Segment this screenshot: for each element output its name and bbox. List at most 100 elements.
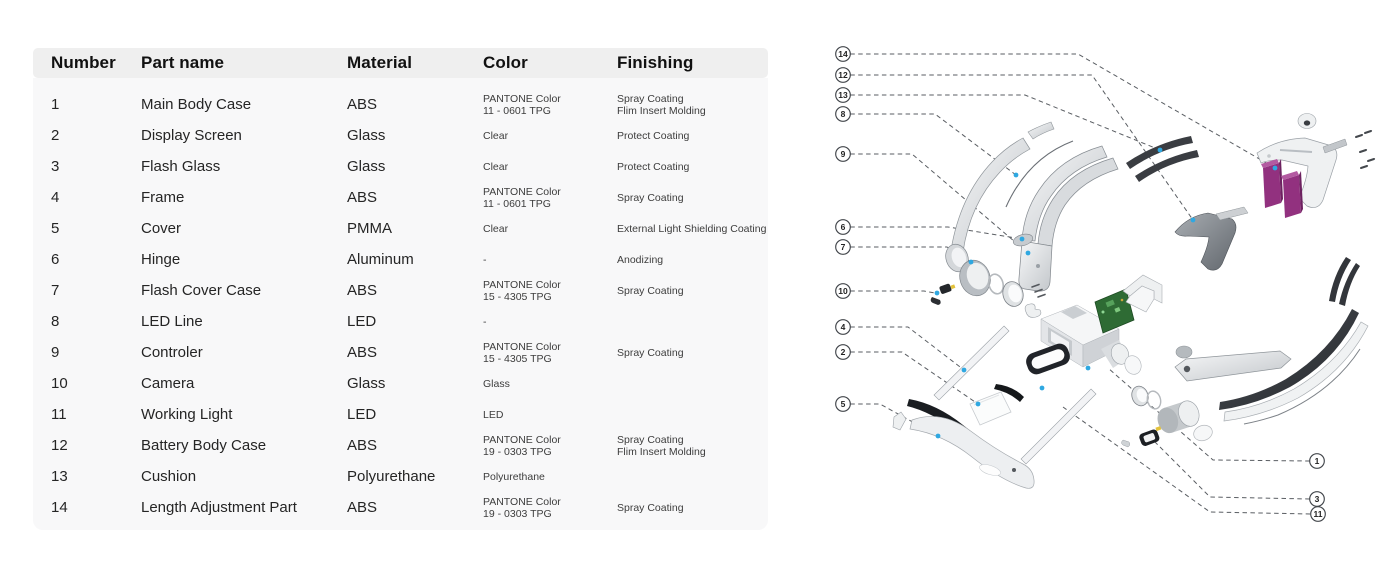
cell-number: 4: [51, 189, 60, 207]
cell-finishing: Protect Coating: [617, 129, 690, 142]
cell-color: -: [483, 253, 487, 266]
cell-part: Cushion: [141, 468, 197, 486]
battery-body-bracket: [1174, 206, 1249, 271]
cell-color: PANTONE Color 11 - 0601 TPG: [483, 92, 561, 117]
cell-number: 11: [51, 406, 67, 424]
cell-color: PANTONE Color 19 - 0303 TPG: [483, 433, 561, 458]
col-header-material: Material: [347, 53, 413, 72]
flash-glass-blade: [994, 384, 1024, 402]
cell-finishing: Anodizing: [617, 253, 664, 266]
exploded-view-svg: 14 12 13 8 9 6 7 10 4 2 5 1 3 11: [835, 46, 1375, 522]
cell-material: ABS: [347, 282, 378, 300]
svg-text:2: 2: [841, 347, 846, 357]
leader-11: [1062, 406, 1311, 515]
cell-number: 12: [51, 437, 68, 455]
display-panel: [969, 391, 1012, 426]
cell-finishing: Spray Coating Flim Insert Molding: [617, 433, 706, 458]
cell-color: -: [483, 315, 487, 328]
leader-14: [850, 53, 1276, 169]
svg-text:9: 9: [841, 149, 846, 159]
cell-finishing: Spray Coating: [617, 501, 684, 514]
headband-arc-left: [950, 121, 1055, 253]
svg-text:4: 4: [841, 322, 846, 332]
cell-color: PANTONE Color 15 - 4305 TPG: [483, 278, 561, 303]
cell-material: Polyurethane: [347, 468, 436, 486]
camera-small-parts: [930, 283, 956, 305]
gasket-frame: [1026, 343, 1070, 375]
camera-cylinder: [1121, 385, 1213, 448]
exploded-diagram: 14 12 13 8 9 6 7 10 4 2 5 1 3 11: [820, 0, 1400, 574]
cell-color: PANTONE Color 19 - 0303 TPG: [483, 495, 561, 520]
svg-text:7: 7: [841, 242, 846, 252]
cell-material: ABS: [347, 189, 378, 207]
leader-13: [850, 94, 1161, 151]
cell-part: Cover: [141, 220, 182, 238]
cell-finishing: Spray Coating: [617, 284, 684, 297]
callout-4: 4: [835, 319, 851, 335]
cell-part: Hinge: [141, 251, 181, 269]
callout-3: 3: [1309, 491, 1325, 507]
cell-color: Clear: [483, 129, 509, 142]
cell-part: Flash Glass: [141, 158, 221, 176]
cell-number: 9: [51, 344, 60, 362]
cell-number: 8: [51, 313, 60, 331]
table-header: Number Part name Material Color Finishin…: [33, 48, 768, 78]
leader-6: [850, 226, 1023, 240]
cell-finishing: Protect Coating: [617, 160, 690, 173]
cell-material: PMMA: [347, 220, 392, 238]
cell-number: 1: [51, 96, 60, 114]
headband-arc-right: [1219, 257, 1369, 425]
cover-bracket: [1122, 274, 1163, 313]
callout-8: 8: [835, 106, 851, 122]
col-header-color: Color: [483, 53, 528, 72]
cell-color: PANTONE Color 11 - 0601 TPG: [483, 185, 561, 210]
svg-text:8: 8: [841, 109, 846, 119]
cell-material: Aluminum: [347, 251, 414, 269]
battery-cells: [1261, 159, 1303, 218]
leader-lines: [850, 53, 1311, 515]
table-row: 9 Controler ABS PANTONE Color 15 - 4305 TPG…: [33, 338, 768, 369]
cell-number: 13: [51, 468, 68, 486]
parts-spec-table: Number Part name Material Color Finishin…: [33, 48, 768, 530]
cushion-strips: [1126, 136, 1199, 182]
svg-text:10: 10: [838, 286, 848, 296]
callout-11: 11: [1310, 506, 1326, 522]
cell-part: Display Screen: [141, 127, 242, 145]
cell-part: Length Adjustment Part: [141, 499, 297, 517]
cell-color: PANTONE Color 15 - 4305 TPG: [483, 340, 561, 365]
cell-material: ABS: [347, 344, 378, 362]
svg-text:5: 5: [841, 399, 846, 409]
svg-text:12: 12: [838, 70, 848, 80]
working-light-rod: [933, 325, 1010, 401]
hinge-arm: [1174, 345, 1292, 382]
callout-6: 6: [835, 219, 851, 235]
cell-number: 2: [51, 127, 60, 145]
callout-13: 13: [835, 87, 851, 103]
cell-part: Controler: [141, 344, 203, 362]
cell-part: Battery Body Case: [141, 437, 267, 455]
cell-color: LED: [483, 408, 504, 421]
svg-text:14: 14: [838, 49, 848, 59]
cell-finishing: Spray Coating: [617, 346, 684, 359]
hinge-rings: [945, 243, 1024, 307]
leader-7: [850, 246, 972, 263]
cell-part: LED Line: [141, 313, 203, 331]
pcb-board: [1094, 288, 1135, 334]
cell-number: 5: [51, 220, 60, 238]
cell-finishing: Spray Coating: [617, 191, 684, 204]
svg-text:6: 6: [841, 222, 846, 232]
leader-12: [850, 74, 1194, 221]
